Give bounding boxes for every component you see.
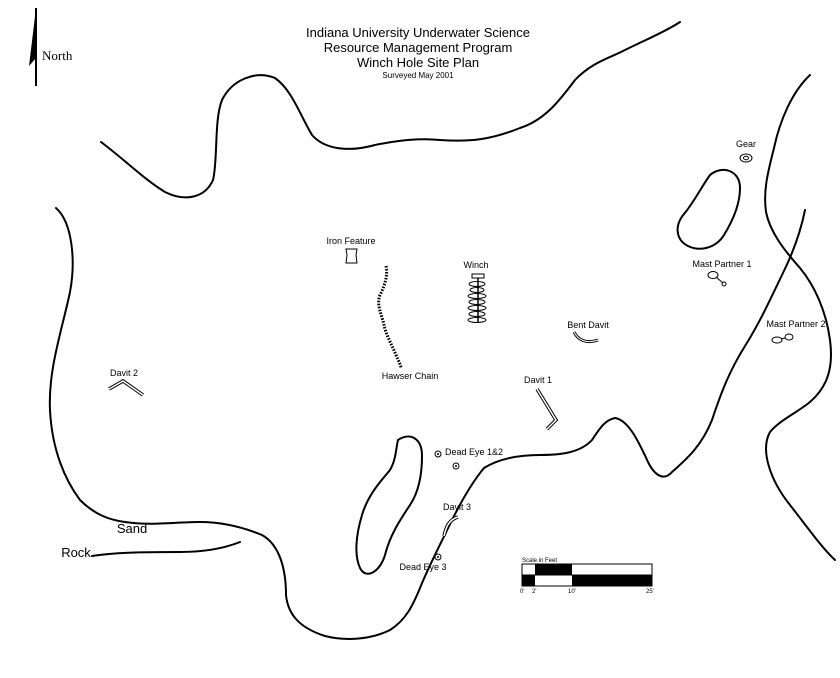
- right-edge-contour: [764, 74, 836, 561]
- sand-label: Sand: [117, 521, 147, 536]
- north-label: North: [42, 48, 73, 63]
- survey-date: Surveyed May 2001: [382, 71, 454, 80]
- dead-eye-1-icon: [434, 450, 442, 458]
- mast-partner-1-icon: [707, 271, 727, 287]
- davit-3-icon: [442, 515, 459, 537]
- bent-davit-icon: [572, 331, 599, 344]
- winch-label: Winch: [463, 260, 488, 270]
- title-line-1: Indiana University Underwater Science: [306, 25, 530, 40]
- scale-title: Scale in Feet: [522, 558, 557, 564]
- scale-tick-25: 25': [646, 589, 654, 595]
- dead-eye-2-icon: [452, 462, 460, 470]
- rock-label: Rock: [61, 545, 91, 560]
- scale-bar: [521, 563, 653, 587]
- davit-2-icon: [108, 378, 145, 397]
- upper-rock-contour: [100, 21, 681, 199]
- davit-2-label: Davit 2: [110, 368, 138, 378]
- iron-feature-icon: [345, 248, 358, 264]
- title-line-2: Resource Management Program: [324, 40, 513, 55]
- north-arrow-icon: [29, 8, 37, 86]
- iron-feature-label: Iron Feature: [326, 236, 375, 246]
- hawser-chain-icon: [377, 265, 403, 369]
- scale-tick-10: 10': [568, 589, 576, 595]
- davit-3-label: Davit 3: [443, 502, 471, 512]
- dead-eye-3-icon: [434, 553, 442, 561]
- gear-icon: [739, 153, 753, 163]
- bent-davit-label: Bent Davit: [567, 320, 609, 330]
- dead-eye-3-label: Dead Eye 3: [399, 562, 446, 572]
- mast-partner-2-icon: [771, 333, 794, 344]
- scale-tick-2: 2': [532, 589, 536, 595]
- rock-contour: [91, 541, 241, 557]
- gear-label: Gear: [736, 139, 756, 149]
- mast-partner-1-label: Mast Partner 1: [692, 259, 751, 269]
- scale-tick-0: 0': [520, 589, 524, 595]
- lower-island-contour: [355, 435, 423, 575]
- davit-1-icon: [535, 388, 559, 431]
- dead-eye-1-2-label: Dead Eye 1&2: [445, 447, 503, 457]
- winch-icon: [467, 273, 487, 323]
- title-line-3: Winch Hole Site Plan: [357, 55, 479, 70]
- sand-boundary-contour: [48, 207, 806, 640]
- mast-partner-2-label: Mast Partner 2: [766, 319, 825, 329]
- davit-1-label: Davit 1: [524, 375, 552, 385]
- gear-island-contour: [676, 168, 741, 250]
- hawser-chain-label: Hawser Chain: [382, 371, 439, 381]
